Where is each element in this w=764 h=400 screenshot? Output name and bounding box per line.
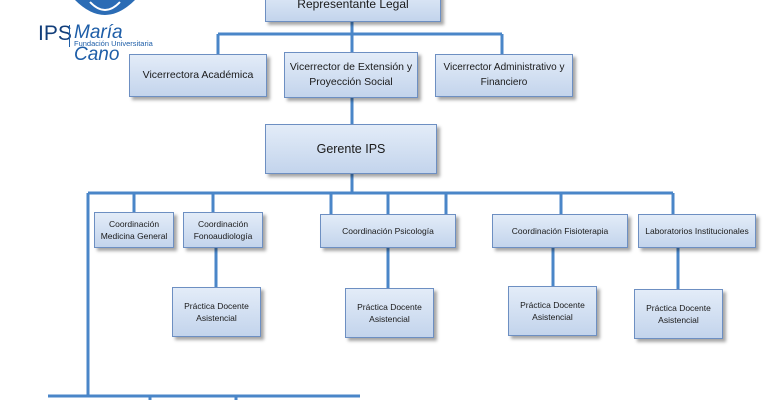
node-practica-psicologia: Práctica Docente Asistencial [345, 288, 434, 338]
node-vicerrector-extension: Vicerrector de Extensión y Proyección So… [284, 52, 418, 98]
node-coordinacion-medicina: Coordinación Medicina General [94, 212, 174, 248]
node-gerente-ips: Gerente IPS [265, 124, 437, 174]
logo-divider [69, 25, 70, 47]
node-practica-fonoaudiologia: Práctica Docente Asistencial [172, 287, 261, 337]
node-coordinacion-psicologia: Coordinación Psicología [320, 214, 456, 248]
node-coordinacion-fonoaudiologia: Coordinación Fonoaudiología [183, 212, 263, 248]
node-practica-fisioterapia: Práctica Docente Asistencial [508, 286, 597, 336]
node-representante-legal: Representante Legal [265, 0, 441, 22]
logo-brand-sub: Fundación Universitaria [74, 39, 153, 48]
node-coordinacion-fisioterapia: Coordinación Fisioterapia [492, 214, 628, 248]
logo-brand-short: IPS [38, 22, 72, 45]
node-laboratorios: Laboratorios Institucionales [638, 214, 756, 248]
node-vicerrector-administrativo: Vicerrector Administrativo y Financiero [435, 54, 573, 97]
logo-emblem-icon [75, 0, 135, 15]
ips-logo: IPS María Cano Fundación Universitaria [38, 0, 168, 65]
node-practica-laboratorios: Práctica Docente Asistencial [634, 289, 723, 339]
logo-brand-name: María Cano [74, 22, 123, 65]
node-vicerrectora-academica: Vicerrectora Académica [129, 54, 267, 97]
